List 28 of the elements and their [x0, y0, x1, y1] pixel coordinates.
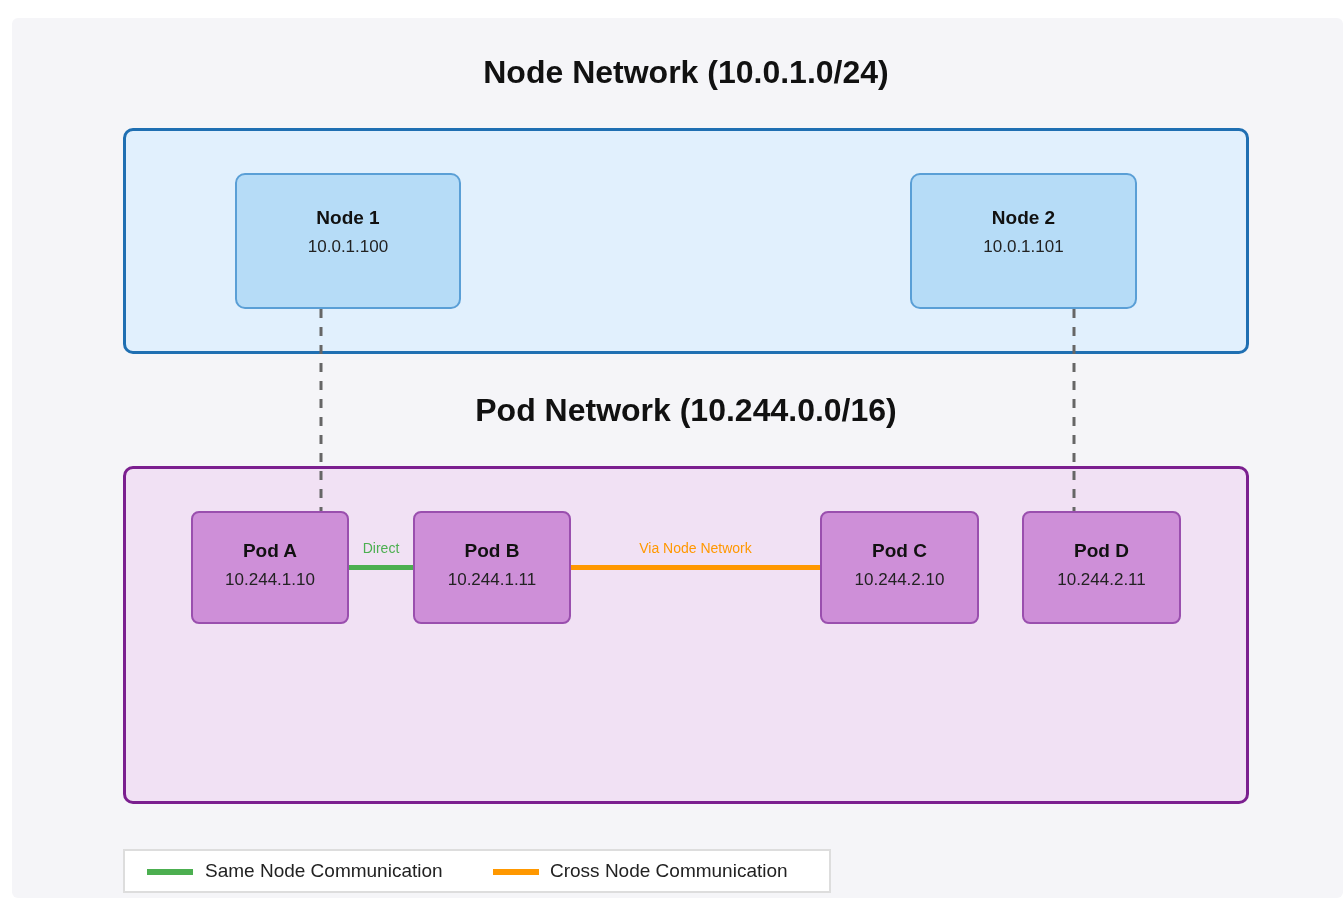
ip-address: 10.244.1.11	[446, 570, 538, 590]
pod-box	[413, 511, 571, 624]
node-box	[235, 173, 461, 309]
node-title: Pod A	[241, 540, 299, 562]
pod-box	[1022, 511, 1181, 624]
ip-address: 10.0.1.101	[982, 237, 1065, 257]
connector-line	[349, 565, 413, 570]
pod-box	[191, 511, 349, 624]
ip-address: 10.244.2.11	[1056, 570, 1147, 590]
legend-label: Same Node Communication	[205, 860, 443, 882]
ip-address: 10.244.1.10	[224, 570, 316, 590]
legend-label: Cross Node Communication	[550, 860, 788, 882]
pod-box	[820, 511, 979, 624]
edge-label: Via Node Network	[638, 539, 753, 556]
node-title: Pod D	[1073, 540, 1130, 562]
network-heading: Pod Network (10.244.0.0/16)	[474, 392, 898, 429]
dashed-connector	[319, 309, 323, 511]
edge-label: Direct	[361, 539, 401, 556]
node-title: Pod C	[871, 540, 928, 562]
connector-line	[571, 565, 820, 570]
ip-address: 10.244.2.10	[853, 570, 946, 590]
node-box	[910, 173, 1137, 309]
node-title: Node 2	[990, 207, 1057, 229]
dashed-connector	[1072, 309, 1076, 511]
ip-address: 10.0.1.100	[306, 237, 390, 257]
node-title: Pod B	[463, 540, 521, 562]
network-heading: Node Network (10.0.1.0/24)	[482, 54, 890, 91]
node-title: Node 1	[315, 207, 381, 229]
